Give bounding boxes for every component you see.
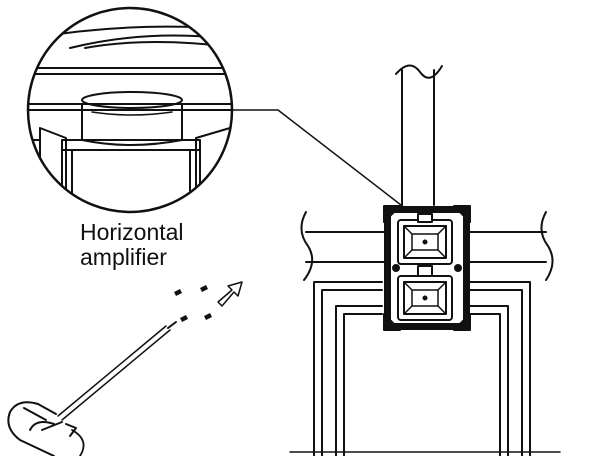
callout-label: Horizontal amplifier: [80, 220, 240, 270]
wall-frame: [289, 281, 561, 456]
label-line-2: amplifier: [80, 244, 167, 270]
magnified-detail: [28, 25, 232, 201]
vertical-pipe: [395, 64, 443, 206]
direction-arrow: [217, 281, 243, 307]
leader-line: [229, 109, 411, 213]
label-line-1: Horizontal: [80, 219, 184, 245]
amplifier-box: [383, 205, 471, 331]
screwdriver: [7, 321, 177, 456]
horizontal-pipe: [300, 211, 554, 281]
loose-screws: [174, 285, 212, 322]
